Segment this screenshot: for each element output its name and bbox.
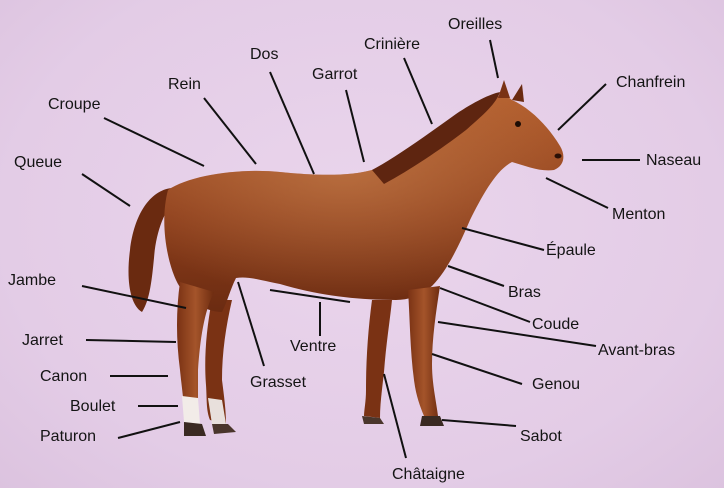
label-jambe: Jambe	[8, 272, 56, 290]
leader-paturon	[118, 422, 180, 438]
horse-far-front-leg	[364, 300, 392, 418]
leader-dos	[270, 72, 314, 174]
horse-eye	[515, 121, 521, 127]
leader-grasset	[238, 282, 264, 366]
leader-jarret	[86, 340, 176, 342]
label-epaule: Épaule	[546, 242, 596, 260]
horse-hoof-near-hind	[184, 422, 206, 436]
leader-bras	[448, 266, 504, 286]
label-queue: Queue	[14, 154, 62, 172]
horse-hoof-near-front	[420, 416, 444, 426]
label-boulet: Boulet	[70, 398, 115, 416]
horse-near-front-leg	[408, 286, 440, 416]
leader-chanfrein	[558, 84, 606, 130]
label-avant-bras: Avant-bras	[598, 342, 675, 360]
label-grasset: Grasset	[250, 374, 306, 392]
label-naseau: Naseau	[646, 152, 701, 170]
label-bras: Bras	[508, 284, 541, 302]
leader-sabot	[442, 420, 516, 426]
leader-garrot	[346, 90, 364, 162]
label-garrot: Garrot	[312, 66, 357, 84]
label-canon: Canon	[40, 368, 87, 386]
leader-oreilles	[490, 40, 498, 78]
horse-ear-right	[512, 84, 524, 102]
leader-rein	[204, 98, 256, 164]
leader-criniere	[404, 58, 432, 124]
label-jarret: Jarret	[22, 332, 63, 350]
leader-genou	[432, 354, 522, 384]
label-ventre: Ventre	[290, 338, 336, 356]
label-oreilles: Oreilles	[448, 16, 502, 34]
label-genou: Genou	[532, 376, 580, 394]
horse-body	[129, 80, 564, 436]
horse-ear-left	[498, 80, 510, 98]
horse-hoof-far-hind	[212, 424, 236, 434]
leader-menton	[546, 178, 608, 208]
leader-croupe	[104, 118, 204, 166]
label-rein: Rein	[168, 76, 201, 94]
label-criniere: Crinière	[364, 36, 420, 54]
label-paturon: Paturon	[40, 428, 96, 446]
leader-epaule	[462, 228, 544, 250]
horse-nostril	[555, 154, 562, 159]
leader-ventre	[270, 290, 350, 336]
label-chataigne: Châtaigne	[392, 466, 465, 484]
label-menton: Menton	[612, 206, 665, 224]
horse-hoof-far-front	[362, 416, 384, 424]
horse-sock-hind	[182, 396, 200, 424]
leader-queue	[82, 174, 130, 206]
label-dos: Dos	[250, 46, 278, 64]
label-coude: Coude	[532, 316, 579, 334]
label-chanfrein: Chanfrein	[616, 74, 685, 92]
leader-chataigne	[384, 374, 406, 458]
label-croupe: Croupe	[48, 96, 100, 114]
label-sabot: Sabot	[520, 428, 562, 446]
